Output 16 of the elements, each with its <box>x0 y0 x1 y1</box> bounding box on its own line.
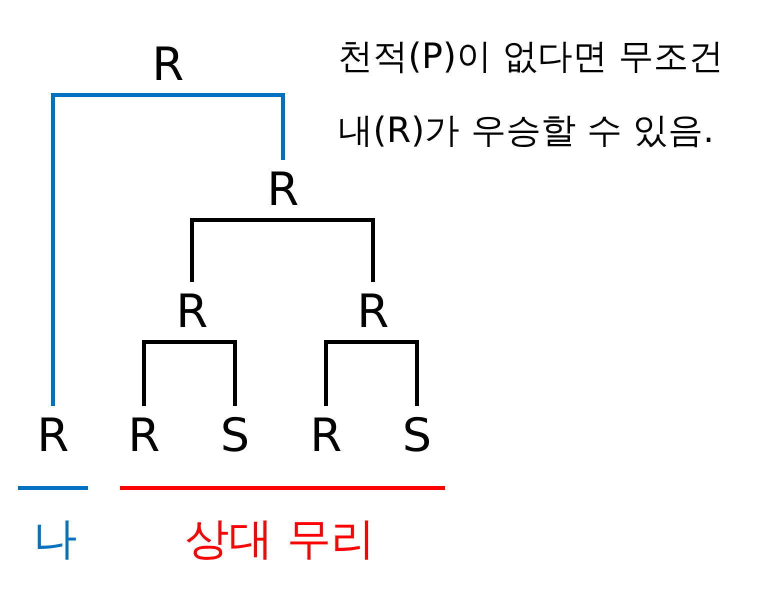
group-label: 상대 무리 <box>185 514 375 566</box>
bracket-entry: R <box>261 158 305 220</box>
bracket-entry: R <box>170 280 214 342</box>
bracket-entry: R <box>351 280 395 342</box>
bracket-entry: S <box>214 404 256 466</box>
group-label: 나 <box>33 514 77 566</box>
bracket-entry: R <box>31 404 75 466</box>
bracket-line <box>190 340 237 406</box>
bracket-line <box>281 218 375 282</box>
bracket-entry: R <box>304 404 348 466</box>
bracket-entry: R <box>122 404 166 466</box>
bracket-line <box>371 340 419 406</box>
bracket-line <box>166 93 285 160</box>
note-text: 천적(P)이 없다면 무조건 내(R)가 우승할 수 있음. <box>338 36 725 153</box>
bracket-entry: S <box>396 404 438 466</box>
bracket-entry: R <box>146 33 190 95</box>
